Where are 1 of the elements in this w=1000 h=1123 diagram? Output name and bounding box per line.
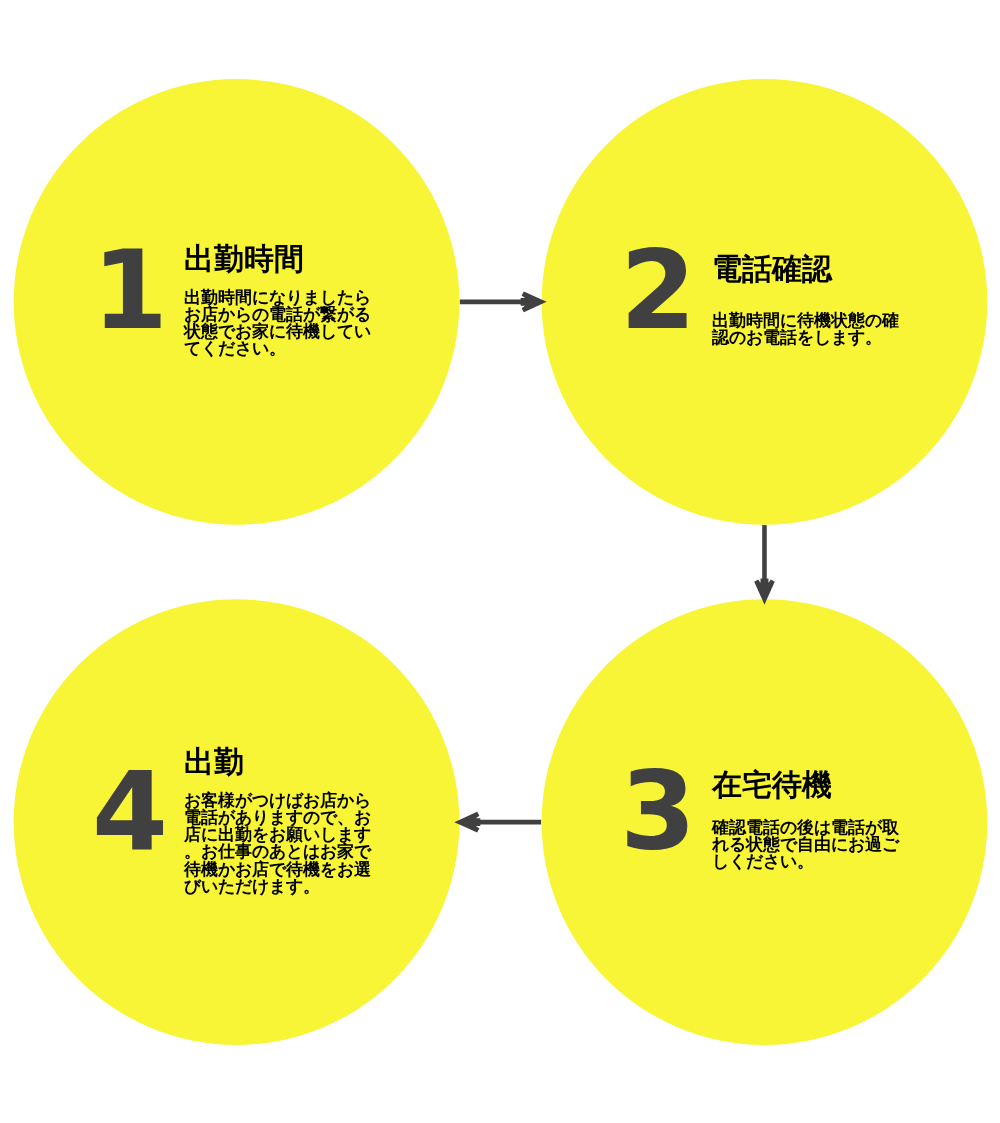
- arrow: [457, 811, 541, 833]
